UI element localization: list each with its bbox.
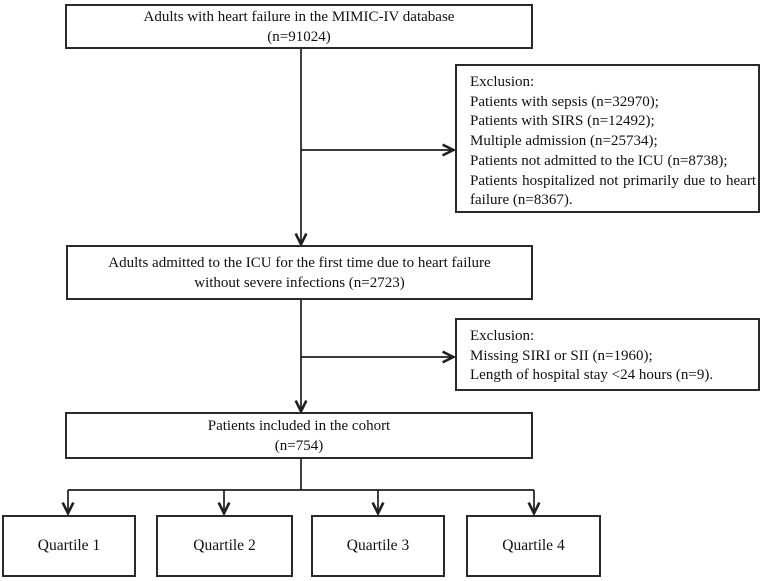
icu-admission-line1: Adults admitted to the ICU for the first… — [108, 254, 491, 271]
exclusion-2-item: Length of hospital stay <24 hours (n=9). — [470, 367, 714, 384]
database-population-count: (n=91024) — [267, 28, 331, 45]
exclusion-box-2: Exclusion: Missing SIRI or SII (n=1960);… — [455, 318, 760, 391]
quartile-3-label: Quartile 3 — [346, 537, 410, 554]
exclusion-2-title: Exclusion: — [470, 328, 535, 344]
icu-admission-box: Adults admitted to the ICU for the first… — [66, 245, 533, 300]
icu-admission-line2: without severe infections (n=2723) — [194, 274, 405, 291]
quartile-4-label: Quartile 4 — [502, 537, 565, 554]
exclusion-1-item: Multiple admission (n=25734); — [470, 133, 658, 150]
exclusion-1-item: Patients hospitalized not primarily due … — [470, 172, 756, 209]
quartile-2-label: Quartile 2 — [193, 537, 256, 554]
exclusion-box-1: Exclusion: Patients with sepsis (n=32970… — [455, 64, 760, 213]
exclusion-1-item: Patients with sepsis (n=32970); — [470, 93, 659, 110]
quartile-3-box: Quartile 3 — [311, 515, 445, 577]
database-population-box: Adults with heart failure in the MIMIC-I… — [65, 4, 533, 49]
quartile-2-box: Quartile 2 — [156, 515, 293, 577]
cohort-count: (n=754) — [274, 437, 324, 454]
cohort-box: Patients included in the cohort (n=754) — [65, 412, 533, 459]
exclusion-1-title: Exclusion: — [470, 74, 535, 90]
exclusion-1-item: Patients with SIRS (n=12492); — [470, 113, 655, 130]
exclusion-2-item: Missing SIRI or SII (n=1960); — [470, 347, 653, 364]
quartile-1-label: Quartile 1 — [37, 537, 101, 554]
cohort-line1: Patients included in the cohort — [207, 417, 391, 434]
database-population-line1: Adults with heart failure in the MIMIC-I… — [143, 8, 455, 25]
quartile-1-box: Quartile 1 — [2, 515, 136, 577]
quartile-4-box: Quartile 4 — [466, 515, 601, 577]
exclusion-1-item: Patients not admitted to the ICU (n=8738… — [470, 152, 728, 169]
